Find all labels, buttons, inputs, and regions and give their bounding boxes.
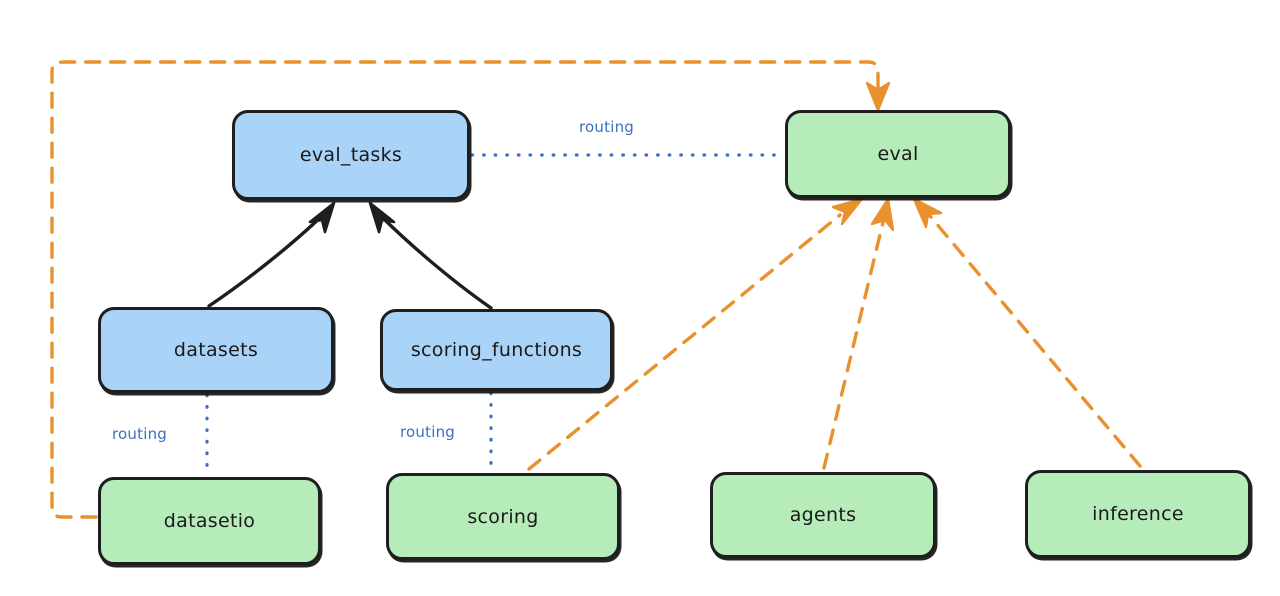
node-scoring-functions[interactable]: scoring_functions	[380, 309, 613, 391]
edge-label-routing-scoring-functions-scoring: routing	[400, 423, 455, 441]
node-eval[interactable]: eval	[785, 110, 1011, 198]
node-label: inference	[1092, 503, 1184, 525]
edge-label-routing-eval-tasks-eval: routing	[579, 118, 634, 136]
node-label: agents	[789, 504, 857, 526]
edge-label-routing-datasets-datasetio: routing	[112, 425, 167, 443]
node-label: scoring_functions	[410, 339, 583, 361]
node-scoring[interactable]: scoring	[386, 473, 620, 560]
node-label: eval_tasks	[299, 144, 403, 166]
provider-edge-agents-eval	[822, 197, 895, 470]
node-label: datasets	[173, 339, 259, 361]
dependency-edge-scoring_functions-eval_tasks	[368, 201, 493, 310]
node-eval-tasks[interactable]: eval_tasks	[232, 110, 470, 200]
node-label: scoring	[467, 505, 539, 528]
provider-edge-datasetio-eval	[50, 60, 891, 519]
node-label: eval	[877, 143, 919, 165]
node-datasets[interactable]: datasets	[98, 307, 334, 393]
node-datasetio[interactable]: datasetio	[98, 477, 321, 565]
node-label: datasetio	[163, 510, 256, 532]
node-agents[interactable]: agents	[710, 472, 936, 558]
node-inference[interactable]: inference	[1025, 470, 1251, 558]
dependency-edge-datasets-eval_tasks	[207, 201, 336, 308]
provider-edge-inference-eval	[912, 197, 1142, 468]
